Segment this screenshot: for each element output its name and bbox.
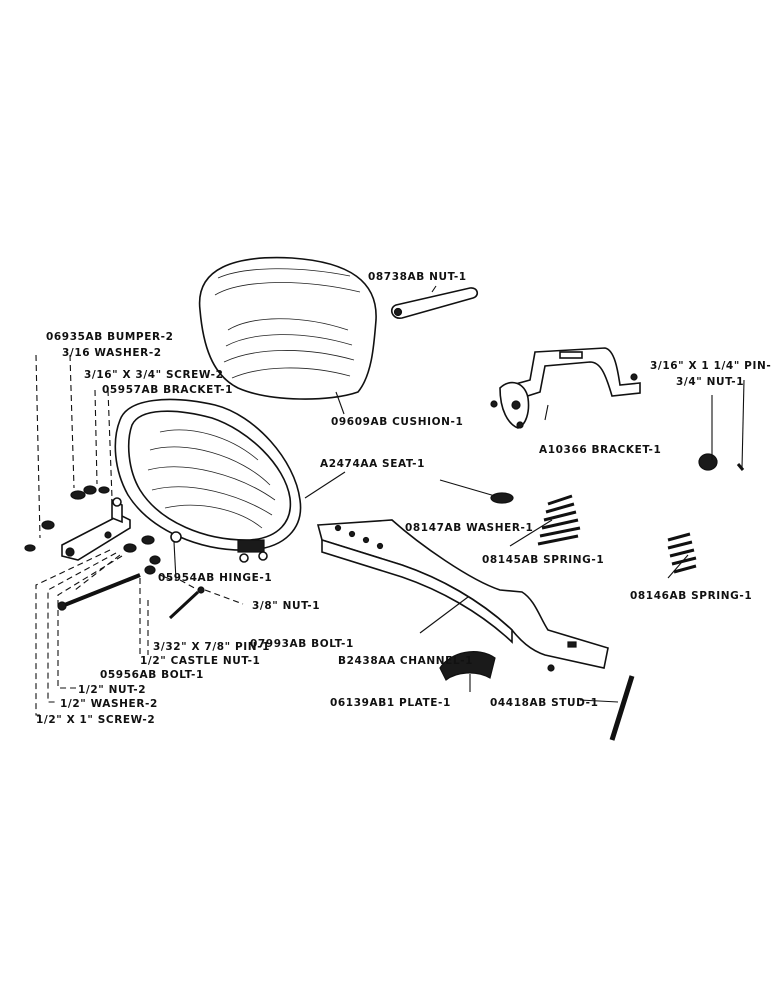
label-spring-08145: 08145AB SPRING-1 — [482, 554, 604, 566]
label-washer-316: 3/16 WASHER-2 — [62, 347, 162, 359]
bracket-a10366-part — [490, 347, 641, 429]
label-cushion: 09609AB CUSHION-1 — [331, 416, 463, 428]
washer-08147-part — [490, 492, 514, 504]
leader-lines — [35, 354, 745, 716]
bolt-05956-part — [57, 573, 141, 611]
label-pin-316x114: 3/16" X 1 1/4" PIN-1 — [650, 360, 772, 372]
spring-08146-part — [667, 532, 697, 574]
nut-34-part — [698, 453, 718, 471]
label-castle-nut: 1/2" CASTLE NUT-1 — [140, 655, 260, 667]
label-spring-08146: 08146AB SPRING-1 — [630, 590, 752, 602]
label-bolt-05956: 05956AB BOLT-1 — [100, 669, 204, 681]
seat-part — [114, 398, 302, 563]
label-washer-08147: 08147AB WASHER-1 — [405, 522, 533, 534]
stud-part — [609, 675, 635, 741]
label-screw-12x1: 1/2" X 1" SCREW-2 — [36, 714, 155, 726]
label-nut-08738: 08738AB NUT-1 — [368, 271, 467, 283]
label-bolt-07993: 07993AB BOLT-1 — [250, 638, 354, 650]
label-nut-12: 1/2" NUT-2 — [78, 684, 146, 696]
label-bumper: 06935AB BUMPER-2 — [46, 331, 174, 343]
spring-08145-part — [537, 494, 581, 546]
hardware-left — [24, 485, 161, 575]
part-labels: 08738AB NUT-1 06935AB BUMPER-2 3/16 WASH… — [36, 271, 772, 726]
cushion-part — [198, 256, 377, 400]
label-screw-316: 3/16" X 3/4" SCREW-2 — [84, 369, 224, 381]
label-hinge: 05954AB HINGE-1 — [158, 572, 272, 584]
plate-part — [439, 651, 496, 681]
bolt-07993-part — [168, 586, 205, 620]
label-washer-12: 1/2" WASHER-2 — [60, 698, 158, 710]
label-bracket-a10366: A10366 BRACKET-1 — [539, 444, 661, 456]
label-pin-332: 3/32" X 7/8" PIN-1 — [153, 641, 270, 653]
nut-08738-part — [390, 285, 479, 319]
label-channel: B2438AA CHANNEL-1 — [338, 655, 473, 667]
channel-part — [316, 519, 609, 672]
label-plate: 06139AB1 PLATE-1 — [330, 697, 451, 709]
pin-316x114-part — [736, 463, 745, 471]
label-nut-38: 3/8" NUT-1 — [252, 600, 320, 612]
label-nut-34: 3/4" NUT-1 — [676, 376, 744, 388]
label-bracket-05957: 05957AB BRACKET-1 — [102, 384, 233, 396]
label-stud: 04418AB STUD-1 — [490, 697, 599, 709]
bracket-05957-part — [61, 497, 131, 561]
label-seat: A2474AA SEAT-1 — [320, 458, 425, 470]
